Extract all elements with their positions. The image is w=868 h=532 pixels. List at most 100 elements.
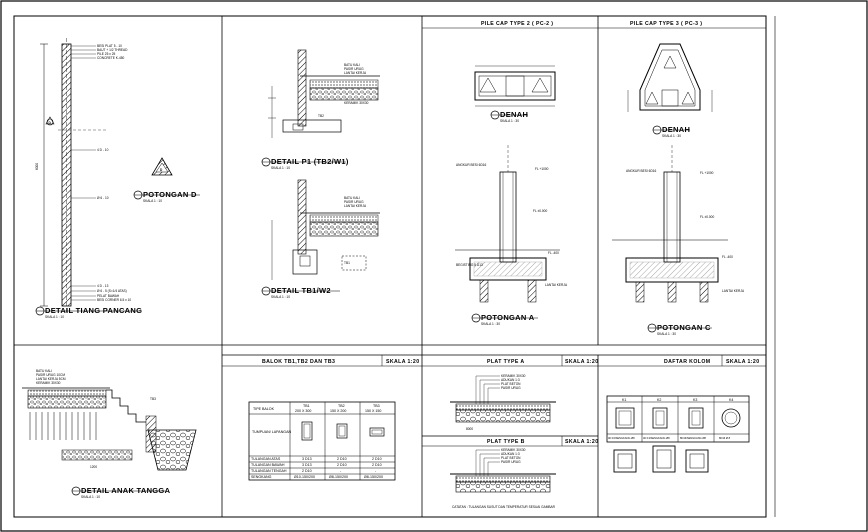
svg-text:Ø 6 - 10: Ø 6 - 10 — [97, 196, 109, 200]
note-plat: CATATAN : TULANGAN SUSUT DAN TEMPERATUR … — [452, 505, 556, 509]
svg-text:BATU KALI: BATU KALI — [344, 63, 360, 67]
svg-text:4 D - 10: 4 D - 10 — [97, 148, 109, 152]
balok-table: TIPE BALOK TUMPUAN/ LAPANGAN TB1 200 X 3… — [248, 401, 396, 481]
svg-text:PELAT BAWAH: PELAT BAWAH — [97, 294, 120, 298]
balok-code-tb2: TB2 — [338, 404, 345, 408]
title-potongan-d: POTONGAN D — [143, 190, 197, 199]
header-balok: BALOK TB1,TB2 DAN TB3 — [262, 359, 335, 365]
inner-frame — [13, 15, 767, 518]
scale-denah-pc2: SKALA 1 : 30 — [500, 119, 519, 123]
balok-label-tengah: TULANGAN TENGAH — [251, 469, 287, 473]
kolom-code-k3: K3 — [693, 398, 697, 402]
kolom-code-k4: K4 — [729, 398, 733, 402]
level-fl-400-a: FL -400 — [548, 251, 559, 255]
detail-p1: BATU KALI PASIR URUG LANTAI KERJA KERAMI… — [261, 49, 380, 170]
balok-label-bawah: TULANGAN BAWAH — [251, 463, 285, 467]
pile-cap-2-potongan-a: FL +1000 FL ±0.000 FL -400 ANGKUR BESI 6… — [455, 145, 568, 326]
svg-text:ANGKUR BESI 6D16: ANGKUR BESI 6D16 — [626, 169, 657, 173]
level-fl-0-a: FL ±0.000 — [533, 209, 547, 213]
svg-text:ADUKAN 1:3: ADUKAN 1:3 — [501, 378, 520, 382]
balok-val-tengah-tb3: - — [375, 469, 377, 473]
balok-col-tb2: TB2 150 X 200 — [330, 404, 348, 439]
header-pile-cap-3: PILE CAP TYPE 3 ( PC-3 ) — [630, 21, 702, 27]
balok-val-sengkang-tb1: Ø10-150/200 — [294, 475, 315, 479]
balok-val-tengah-tb2: - — [340, 469, 342, 473]
svg-text:PASIR URUG: PASIR URUG — [501, 386, 521, 390]
detail-tiang-pancang: BESI PLAT 5 - 10 BAUT + 1/2 THREAD PILE … — [35, 38, 142, 319]
title-potongan-a: POTONGAN A — [481, 313, 535, 322]
kolom-label-k2: 4D 13/SENGKANG Ø8 — [643, 436, 670, 440]
balok-val-bawah-tb2: 2 D10 — [337, 463, 347, 467]
svg-text:PASIR URUG: PASIR URUG — [501, 460, 521, 464]
balok-val-tengah-tb1: 2 D10 — [302, 469, 312, 473]
balok-val-atas-tb3: 2 D10 — [372, 457, 382, 461]
balok-label-sengkang: SENGKANG — [251, 475, 272, 479]
svg-text:KERAMIK 30X30: KERAMIK 30X30 — [344, 101, 369, 105]
svg-text:KERAMIK 30X30: KERAMIK 30X30 — [36, 381, 61, 385]
svg-text:6000: 6000 — [35, 163, 39, 170]
balok-row-tipe: TIPE BALOK — [253, 407, 275, 411]
svg-text:LANTAI KERJA: LANTAI KERJA — [344, 204, 367, 208]
balok-val-atas-tb2: 2 D10 — [337, 457, 347, 461]
svg-text:LANTAI KERJA 5CM: LANTAI KERJA 5CM — [36, 377, 66, 381]
svg-text:LANTAI KERJA: LANTAI KERJA — [545, 283, 568, 287]
level-fl-0-c: FL ±0.000 — [700, 215, 714, 219]
balok-col-tb1: TB1 200 X 300 — [295, 404, 313, 441]
pile-cap-3-denah: DENAH SKALA 1 : 30 — [627, 43, 713, 138]
balok-label-atas: TULANGAN ATAS — [251, 457, 281, 461]
scale-plat-b: SKALA 1:20 — [565, 439, 599, 445]
svg-text:Ø 6 - 5 (S=1/4 ATAS): Ø 6 - 5 (S=1/4 ATAS) — [97, 289, 127, 293]
svg-text:CONCRETE K-450: CONCRETE K-450 — [97, 56, 125, 60]
svg-text:PLAT BETON: PLAT BETON — [501, 456, 521, 460]
svg-text:KERAMIK 30X30: KERAMIK 30X30 — [501, 374, 526, 378]
scale-anak-tangga: SKALA 1 : 10 — [81, 495, 100, 499]
svg-text:8000: 8000 — [466, 427, 473, 431]
kolom-label-k1: 4D 16/SENGKANG Ø8 — [608, 436, 635, 440]
svg-text:BAUT + 1/2 THREAD: BAUT + 1/2 THREAD — [97, 48, 128, 52]
section-marker-d: D — [49, 121, 52, 125]
balok-val-sengkang-tb2: Ø8-150/200 — [329, 475, 348, 479]
title-detail-tb1: DETAIL TB1/W2 — [271, 286, 331, 295]
plat-a-section: KERAMIK 30X30 ADUKAN 1:3 PLAT BETON PASI… — [450, 374, 556, 431]
kolom-label-k4: 8D16 Ø 8 — [719, 436, 731, 440]
title-detail-anak-tangga: DETAIL ANAK TANGGA — [81, 486, 171, 495]
svg-text:BATU KALI: BATU KALI — [36, 369, 52, 373]
balok-row-tumpuan: TUMPUAN/ LAPANGAN — [252, 430, 291, 434]
grid-lines — [14, 16, 766, 517]
svg-text:BEGISTING 5 D13: BEGISTING 5 D13 — [456, 263, 483, 267]
svg-text:KERAMIK 30X30: KERAMIK 30X30 — [501, 448, 526, 452]
scale-plat-a: SKALA 1:20 — [565, 359, 599, 365]
balok-size-tb3: 150 X 150 — [365, 409, 381, 413]
svg-text:TB3: TB3 — [150, 397, 156, 401]
svg-text:ANGKUR BESI 6D16: ANGKUR BESI 6D16 — [456, 163, 487, 167]
title-denah-pc2: DENAH — [500, 110, 528, 119]
svg-text:TB1: TB1 — [344, 261, 350, 265]
scale-potongan-c: SKALA 1 : 30 — [657, 332, 676, 336]
header-plat-b: PLAT TYPE B — [487, 439, 525, 445]
level-fl-1000-a: FL +1000 — [535, 167, 549, 171]
balok-size-tb2: 150 X 200 — [330, 409, 346, 413]
svg-text:4 D - 13: 4 D - 13 — [97, 284, 109, 288]
kolom-table: K1 K2 K3 K4 4D 16/SENGKANG Ø8 4D 13/SENG… — [606, 395, 750, 473]
scale-denah-pc3: SKALA 1 : 30 — [662, 134, 681, 138]
balok-col-tb3: TB3 150 X 150 — [365, 404, 385, 437]
scale-potongan-d: SKALA 1 : 10 — [143, 199, 162, 203]
balok-val-atas-tb1: 3 D13 — [302, 457, 312, 461]
svg-text:D: D — [160, 168, 163, 172]
svg-text:PILE 25 x 25: PILE 25 x 25 — [97, 52, 115, 56]
svg-text:BESI PLAT 5 - 10: BESI PLAT 5 - 10 — [97, 44, 122, 48]
svg-text:LANTAI KERJA: LANTAI KERJA — [344, 71, 367, 75]
svg-text:PASIR URUG 10CM: PASIR URUG 10CM — [36, 373, 65, 377]
svg-text:PASIR URUG: PASIR URUG — [344, 200, 364, 204]
plat-b-section: KERAMIK 30X30 ADUKAN 1:3 PLAT BETON PASI… — [450, 448, 556, 509]
scale-tiang-pancang: SKALA 1 : 10 — [45, 315, 64, 319]
svg-text:1200: 1200 — [90, 465, 97, 469]
level-fl-1000-c: FL +1000 — [700, 171, 714, 175]
kolom-label-k3: 8D13/SENGKANG Ø8 — [680, 436, 706, 440]
title-potongan-c: POTONGAN C — [657, 323, 711, 332]
detail-tb1: BATU KALI PASIR URUG LANTAI KERJA TB1 DE… — [261, 179, 380, 299]
balok-val-bawah-tb1: 3 D13 — [302, 463, 312, 467]
kolom-code-k1: K1 — [622, 398, 626, 402]
